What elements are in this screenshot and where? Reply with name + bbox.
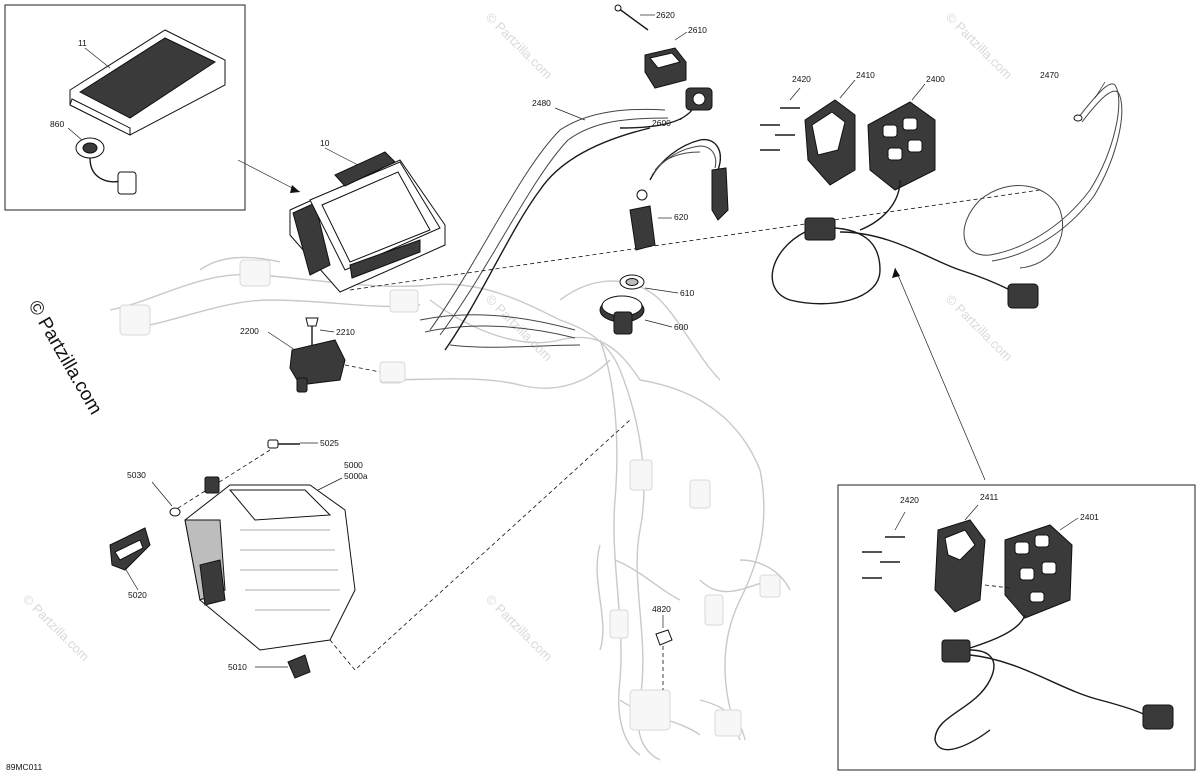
harness-2470: 2470 xyxy=(963,70,1123,269)
screws-2420-bottom: 2420 xyxy=(862,495,919,579)
watermark: © Partzilla.com xyxy=(483,592,556,665)
callout-2600: 2600 xyxy=(652,118,671,128)
callout-5000a: 5000a xyxy=(344,471,368,481)
switch-block-2400: 2400 xyxy=(867,74,945,191)
tether-620: 620 xyxy=(629,138,729,251)
inset-display: 11 860 xyxy=(4,4,246,211)
key-switch-600: 600 xyxy=(599,295,688,335)
callout-2400: 2400 xyxy=(926,74,945,84)
callout-2480: 2480 xyxy=(532,98,551,108)
callout-620: 620 xyxy=(674,212,688,222)
switch-2600: 2600 xyxy=(619,87,713,129)
sensor-2200: 2200 xyxy=(240,326,406,393)
callout-5030: 5030 xyxy=(127,470,146,480)
callout-2610: 2610 xyxy=(688,25,707,35)
callout-5010: 5010 xyxy=(228,662,247,672)
switch-block-2401: 2401 xyxy=(1004,512,1099,619)
clip-5010: 5010 xyxy=(228,654,311,679)
harness-2401 xyxy=(934,614,1174,751)
arrow-to-inset xyxy=(892,267,986,481)
bolt-2620: 2620 xyxy=(614,4,675,31)
reference-line xyxy=(349,189,1041,291)
screws-2420-top: 2420 xyxy=(760,74,811,151)
callout-4820: 4820 xyxy=(652,604,671,614)
callout-2200: 2200 xyxy=(240,326,259,336)
nut-4820: 4820 xyxy=(652,604,673,690)
callout-5000: 5000 xyxy=(344,460,363,470)
bolt-5025: 5025 xyxy=(267,438,339,449)
watermark: © Partzilla.com xyxy=(483,10,556,83)
connector-860 xyxy=(75,137,137,195)
callout-2420-top: 2420 xyxy=(792,74,811,84)
display-unit-10: 10 xyxy=(289,138,446,293)
callout-2620: 2620 xyxy=(656,10,675,20)
callout-860: 860 xyxy=(50,119,64,129)
callout-5025: 5025 xyxy=(320,438,339,448)
callout-5020: 5020 xyxy=(128,590,147,600)
callout-2411: 2411 xyxy=(980,492,999,502)
bracket-5020: 5020 xyxy=(109,527,151,600)
inset-switch: 2420 2411 2401 xyxy=(837,484,1196,771)
callout-610: 610 xyxy=(680,288,694,298)
ecm-5000: 5000 5000a xyxy=(184,460,368,651)
nut-610: 610 xyxy=(619,274,694,298)
housing-2411: 2411 xyxy=(934,492,999,613)
housing-2410: 2410 xyxy=(804,70,875,186)
watermark: © Partzilla.com xyxy=(20,592,93,665)
callout-2410: 2410 xyxy=(856,70,875,80)
callout-2470: 2470 xyxy=(1040,70,1059,80)
callout-2401: 2401 xyxy=(1080,512,1099,522)
callout-10: 10 xyxy=(320,138,330,148)
watermark: © Partzilla.com xyxy=(943,10,1016,83)
side-watermark: © Partzilla.com xyxy=(24,297,106,418)
washer-5030: 5030 xyxy=(127,470,181,517)
callout-11: 11 xyxy=(78,38,87,48)
cap-2610: 2610 xyxy=(644,25,707,89)
callout-2210: 2210 xyxy=(336,327,355,337)
callout-600: 600 xyxy=(674,322,688,332)
diagram-code: 89MC011 xyxy=(6,762,42,772)
bolt-2210: 2210 xyxy=(305,317,355,345)
arrow-inset-to-display xyxy=(237,159,301,193)
harness-2400 xyxy=(771,179,1039,309)
watermark: © Partzilla.com xyxy=(943,292,1016,365)
reference-line xyxy=(174,449,271,511)
callout-2420-bottom: 2420 xyxy=(900,495,919,505)
reference-line xyxy=(329,419,631,671)
handlebar-tube-2480 xyxy=(419,108,669,351)
